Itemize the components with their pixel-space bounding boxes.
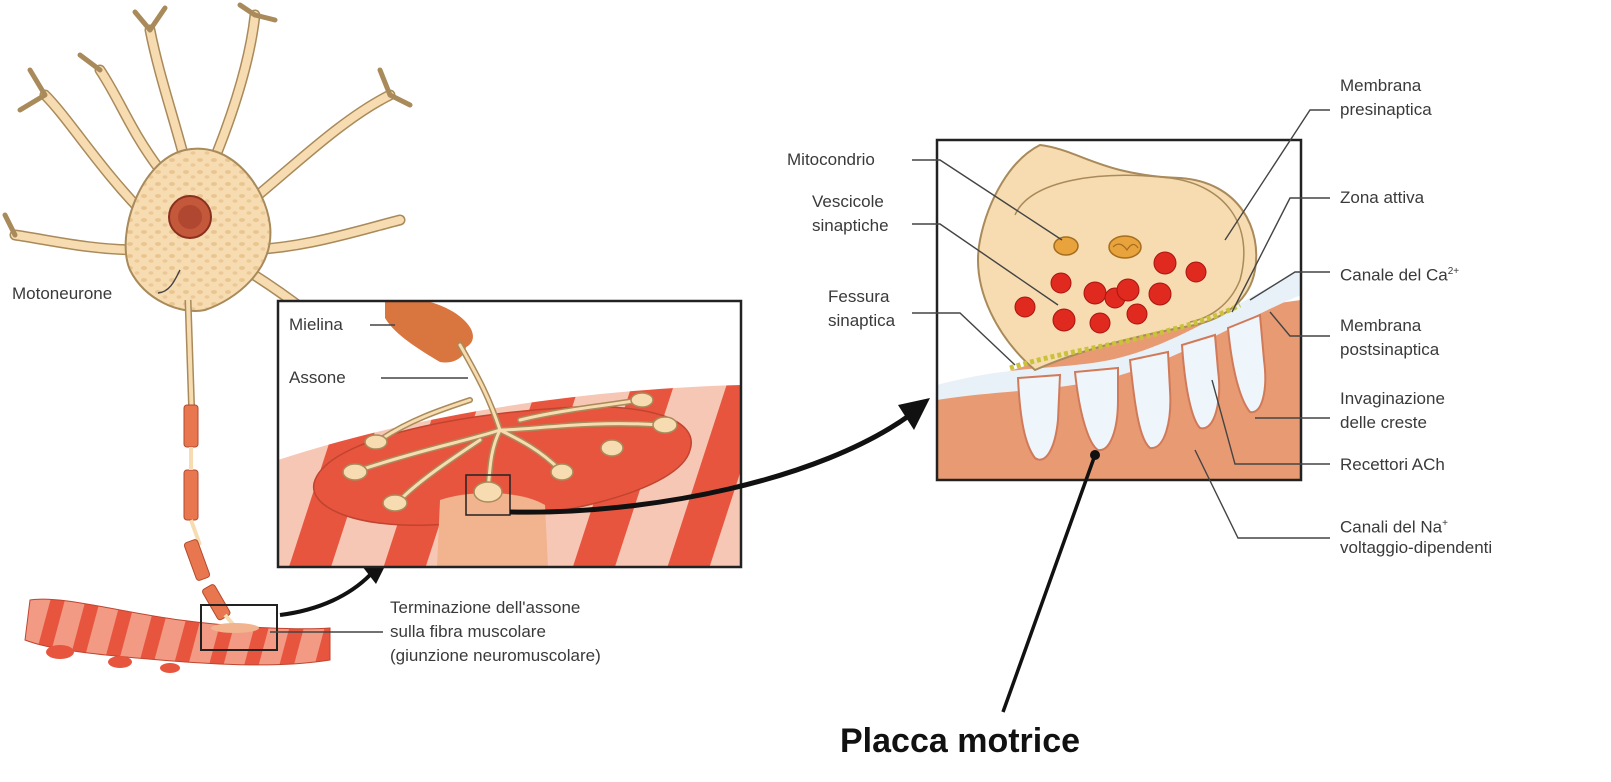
label-mielina: Mielina: [289, 314, 343, 336]
label-zona-attiva: Zona attiva: [1340, 187, 1424, 209]
label-membrana-post-1: Membrana: [1340, 315, 1421, 337]
label-canale-ca-text: Canale del Ca: [1340, 266, 1448, 285]
synapse-detail-panel: [937, 140, 1301, 480]
placca-pointer-line: [1003, 455, 1095, 712]
label-membrana-pre-2: presinaptica: [1340, 99, 1432, 121]
label-canale-ca-sup: 2+: [1448, 266, 1459, 277]
label-membrana-pre-1: Membrana: [1340, 75, 1421, 97]
label-terminazione-1: Terminazione dell'assone: [390, 597, 580, 619]
label-placca-motrice: Placca motrice: [840, 722, 1080, 761]
label-invaginazione-2: delle creste: [1340, 412, 1427, 434]
label-vescicole-2: sinaptiche: [812, 215, 889, 237]
label-mitocondrio: Mitocondrio: [787, 149, 875, 171]
label-canali-na-2: voltaggio-dipendenti: [1340, 537, 1492, 559]
label-invaginazione-1: Invaginazione: [1340, 388, 1445, 410]
label-fessura-2: sinaptica: [828, 310, 895, 332]
label-canale-ca: Canale del Ca2+: [1340, 261, 1459, 287]
label-terminazione-3: (giunzione neuromuscolare): [390, 645, 601, 667]
label-motoneurone: Motoneurone: [12, 283, 112, 305]
label-recettori: Recettori ACh: [1340, 454, 1445, 476]
muscle-fiber: [25, 599, 330, 673]
label-vescicole-1: Vescicole: [812, 191, 884, 213]
label-canali-na-1: Canali del Na+: [1340, 513, 1448, 539]
label-membrana-post-2: postsinaptica: [1340, 339, 1439, 361]
axon-terminal-panel: [278, 289, 741, 567]
label-assone: Assone: [289, 367, 346, 389]
label-terminazione-2: sulla fibra muscolare: [390, 621, 546, 643]
label-canali-na-text: Canali del Na: [1340, 518, 1442, 537]
label-fessura-1: Fessura: [828, 286, 889, 308]
label-canali-na-sup: +: [1442, 518, 1448, 529]
arrow-right-icon: [280, 575, 370, 615]
